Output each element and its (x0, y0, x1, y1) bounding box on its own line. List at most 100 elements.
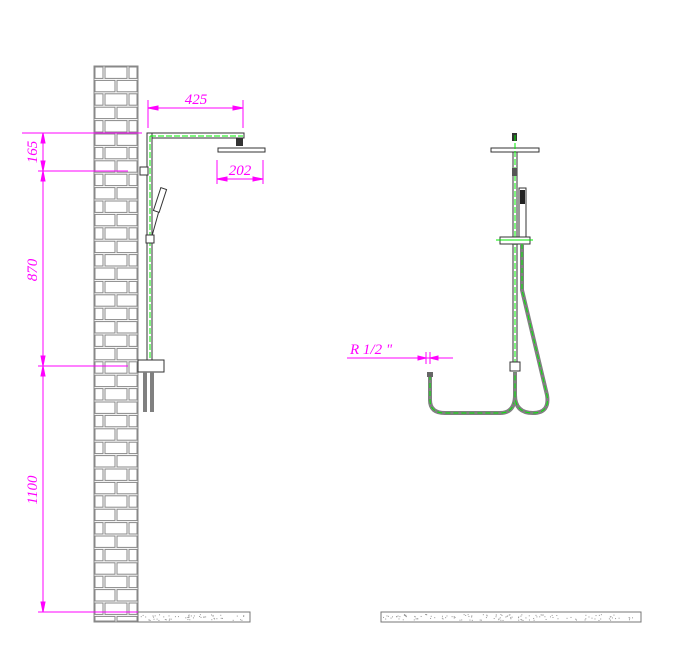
brick (104, 495, 128, 508)
brick (94, 294, 116, 307)
brick (116, 106, 138, 120)
brick (94, 535, 116, 548)
mixer-valve (137, 359, 165, 373)
brick (104, 200, 128, 213)
wall-bracket (139, 166, 149, 176)
dim-rail-height: 870 (25, 258, 41, 281)
brick (116, 535, 138, 548)
brick (94, 66, 104, 79)
brick (94, 388, 104, 401)
dim-arm-length: 425 (185, 92, 208, 108)
brick (94, 455, 116, 468)
brick (94, 254, 104, 267)
brick-wall (93, 65, 139, 623)
brick (116, 562, 138, 575)
brick (94, 93, 104, 106)
dimension-lines (22, 100, 453, 613)
floor-right (380, 611, 642, 623)
brick (94, 401, 116, 414)
brick (104, 361, 128, 374)
supply-hose (428, 372, 517, 415)
brick (94, 589, 116, 602)
brick (116, 428, 138, 441)
brick (94, 347, 116, 361)
brick (94, 133, 116, 146)
brick (116, 294, 138, 307)
brick (116, 347, 138, 361)
brick (94, 508, 116, 522)
brick (104, 441, 128, 455)
brick (116, 160, 138, 173)
brick (116, 79, 138, 93)
brick (94, 240, 116, 254)
brick (104, 93, 128, 106)
brick (104, 280, 128, 294)
brick (94, 267, 116, 280)
dim-thread: R 1/2 " (349, 342, 393, 358)
brick (116, 240, 138, 254)
brick (104, 522, 128, 535)
brick (94, 414, 104, 428)
brick (94, 187, 116, 200)
brick (94, 562, 116, 575)
brick (116, 615, 138, 622)
brick (104, 414, 128, 428)
brick (94, 602, 104, 615)
hand-shower (145, 187, 168, 244)
brick (94, 374, 116, 388)
brick (94, 468, 104, 481)
brick (94, 575, 104, 589)
brick (116, 321, 138, 334)
brick (94, 173, 104, 187)
brick (94, 334, 104, 347)
brick (94, 79, 116, 93)
brick (116, 213, 138, 227)
brick (116, 187, 138, 200)
brick (94, 615, 116, 622)
brick (104, 120, 128, 133)
brick (94, 481, 116, 495)
brick (104, 575, 128, 589)
floor-left (137, 611, 251, 623)
brick (94, 200, 104, 213)
hand-shower-hose (513, 244, 550, 416)
brick (94, 548, 104, 562)
brick (104, 388, 128, 401)
dim-head-diameter: 202 (229, 163, 252, 179)
brick (116, 589, 138, 602)
brick (104, 173, 128, 187)
brick (94, 120, 104, 133)
brick (94, 160, 116, 173)
brick (94, 280, 104, 294)
brick (94, 428, 116, 441)
brick (94, 495, 104, 508)
brick (116, 481, 138, 495)
brick (116, 455, 138, 468)
shower-side-view (137, 132, 266, 412)
shower-front-view (427, 133, 550, 416)
dim-arm-height: 165 (25, 140, 41, 163)
dim-mixer-height: 1100 (25, 475, 41, 504)
brick (94, 146, 104, 160)
brick (94, 307, 104, 321)
brick (104, 227, 128, 240)
brick (116, 133, 138, 146)
brick (94, 213, 116, 227)
brick (104, 307, 128, 321)
brick (116, 508, 138, 522)
brick (104, 66, 128, 79)
brick (104, 146, 128, 160)
brick (94, 106, 116, 120)
brick (116, 267, 138, 280)
brick (94, 361, 104, 374)
brick (104, 334, 128, 347)
brick (94, 321, 116, 334)
brick (94, 227, 104, 240)
brick (104, 548, 128, 562)
brick (104, 602, 128, 615)
brick (116, 401, 138, 414)
brick (104, 254, 128, 267)
brick (104, 468, 128, 481)
